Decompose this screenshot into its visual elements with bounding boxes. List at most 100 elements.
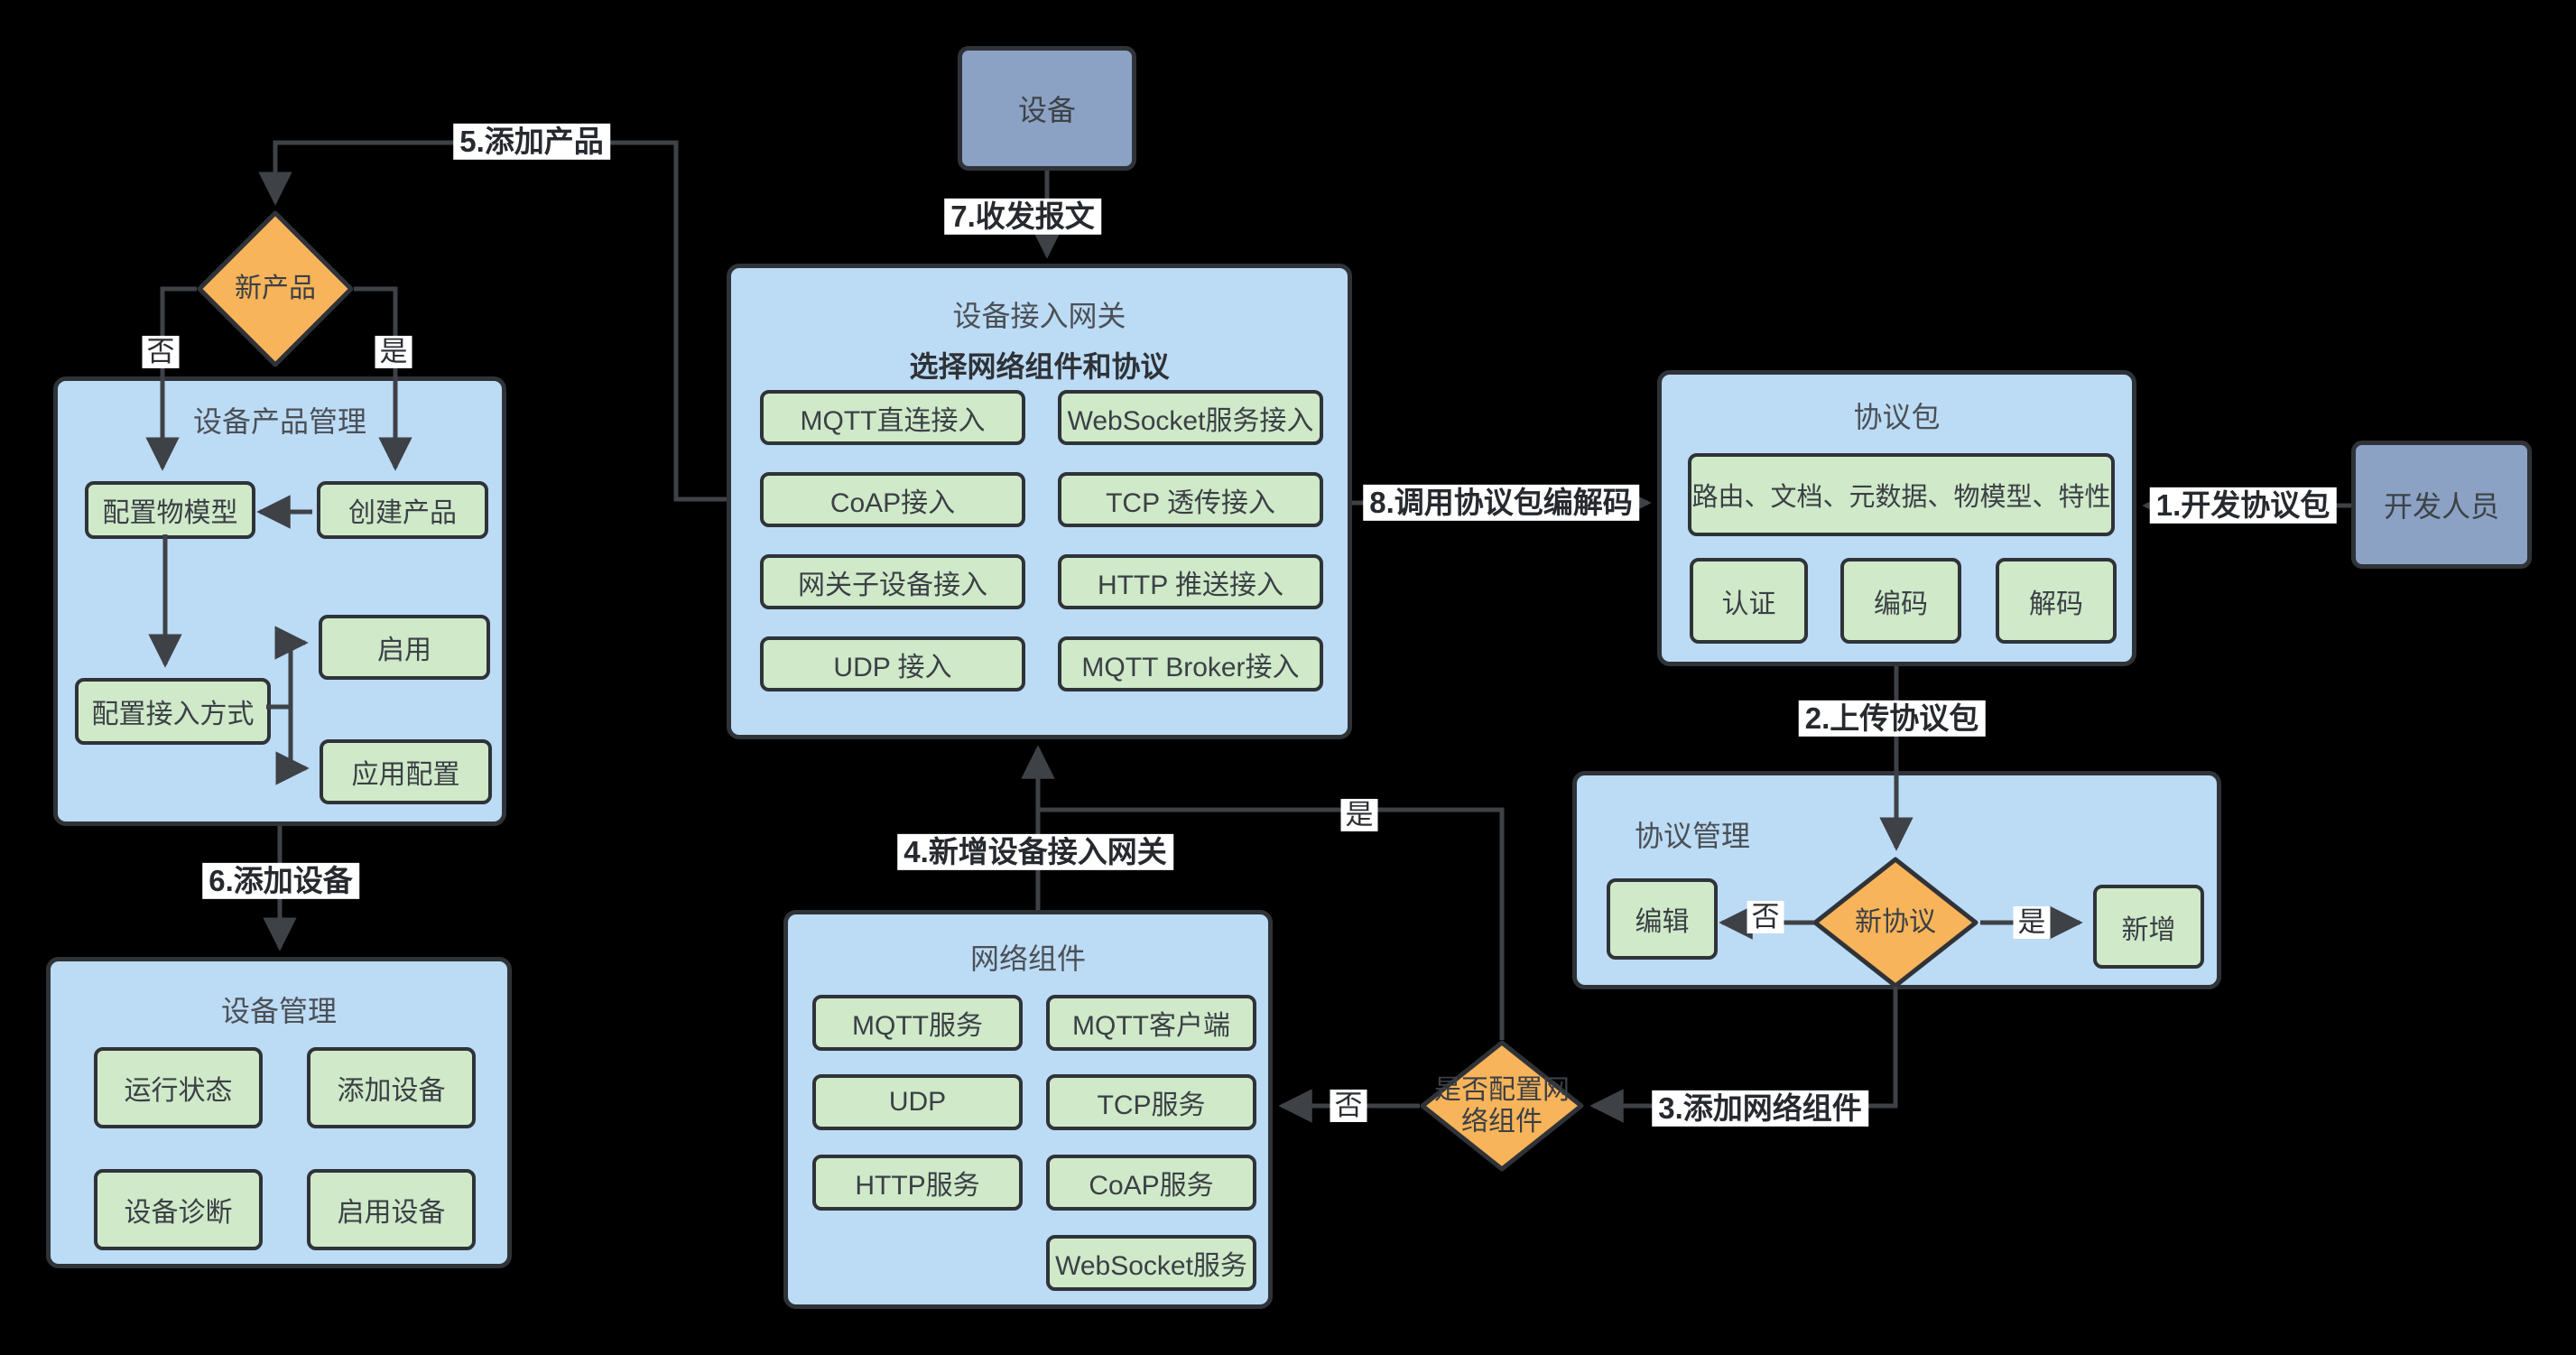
- button-label: MQTT Broker接入: [1081, 652, 1300, 682]
- button-label: MQTT服务: [852, 1011, 983, 1041]
- button-label: 编辑: [1635, 907, 1690, 937]
- button-route-doc-metadata[interactable]: 路由、文档、元数据、物模型、特性: [1688, 453, 2115, 536]
- button-label: 配置物模型: [102, 498, 238, 528]
- step-label-8: 8.调用协议包编解码: [1363, 484, 1639, 522]
- panel-gateway-subtitle: 选择网络组件和协议: [909, 350, 1170, 383]
- button-label: 网关子设备接入: [798, 570, 987, 600]
- button-auth[interactable]: 认证: [1690, 558, 1808, 644]
- diamond-shape: [1420, 1040, 1584, 1172]
- branch-label-new-protocol-no: 否: [1747, 900, 1784, 934]
- button-mqtt-broker-access[interactable]: MQTT Broker接入: [1058, 636, 1323, 691]
- button-http-service[interactable]: HTTP服务: [812, 1155, 1023, 1211]
- panel-device-mgmt-title: 设备管理: [220, 995, 337, 1027]
- button-label: 添加设备: [337, 1076, 446, 1106]
- button-mqtt-client[interactable]: MQTT客户端: [1046, 995, 1256, 1051]
- button-enable[interactable]: 启用: [319, 615, 490, 680]
- button-label: UDP 接入: [833, 652, 952, 682]
- panel-protocol-pkg[interactable]: 协议包 路由、文档、元数据、物模型、特性 认证 编码 解码: [1657, 370, 2136, 666]
- step-label-1: 1.开发协议包: [2149, 487, 2337, 524]
- button-decode[interactable]: 解码: [1996, 558, 2117, 644]
- button-label: UDP: [888, 1087, 947, 1117]
- button-label: HTTP 推送接入: [1097, 570, 1284, 600]
- decision-new-protocol-label: 新协议: [1855, 907, 1936, 938]
- button-gateway-subdevice[interactable]: 网关子设备接入: [760, 554, 1025, 609]
- decision-line2: 络组件: [1461, 1107, 1543, 1137]
- button-encode[interactable]: 编码: [1840, 558, 1961, 644]
- button-label: 编码: [1874, 589, 1928, 619]
- decision-new-protocol[interactable]: 新协议: [1812, 857, 1978, 988]
- button-device-diagnose[interactable]: 设备诊断: [94, 1169, 263, 1250]
- button-config-thing-model[interactable]: 配置物模型: [85, 481, 255, 539]
- button-http-push[interactable]: HTTP 推送接入: [1058, 554, 1323, 609]
- panel-protocol-pkg-title: 协议包: [1853, 401, 1941, 433]
- button-websocket-access[interactable]: WebSocket服务接入: [1058, 390, 1323, 445]
- branch-label-new-protocol-yes: 是: [2013, 905, 2051, 940]
- panel-network[interactable]: 网络组件 MQTT服务 MQTT客户端 UDP TCP服务 HTTP服务 CoA…: [783, 910, 1273, 1309]
- button-config-access-mode[interactable]: 配置接入方式: [75, 678, 271, 745]
- decision-config-network[interactable]: 是否配置网 络组件: [1420, 1040, 1584, 1172]
- step-label-5: 5.添加产品: [453, 123, 610, 161]
- panel-gateway-title: 设备接入网关: [952, 300, 1126, 332]
- button-label: TCP服务: [1097, 1090, 1206, 1120]
- button-running-status[interactable]: 运行状态: [94, 1047, 263, 1128]
- button-label: 新增: [2121, 914, 2176, 945]
- branch-label-new-product-no: 否: [142, 335, 180, 369]
- button-tcp-service[interactable]: TCP服务: [1046, 1074, 1256, 1130]
- panel-device-mgmt[interactable]: 设备管理 运行状态 添加设备 设备诊断 启用设备: [46, 957, 512, 1268]
- button-mqtt-direct-access[interactable]: MQTT直连接入: [760, 390, 1025, 445]
- branch-label-config-network-no: 否: [1330, 1089, 1367, 1123]
- diamond-shape: [1812, 857, 1978, 988]
- button-label: 创建产品: [348, 498, 457, 528]
- button-label: 应用配置: [351, 760, 460, 790]
- button-label: 配置接入方式: [91, 700, 255, 729]
- button-label: 启用设备: [337, 1198, 446, 1228]
- step-label-3: 3.添加网络组件: [1652, 1090, 1868, 1128]
- step-label-6: 6.添加设备: [202, 862, 359, 900]
- button-label: 认证: [1721, 589, 1776, 619]
- button-mqtt-service[interactable]: MQTT服务: [812, 995, 1023, 1051]
- button-label: MQTT客户端: [1072, 1011, 1230, 1041]
- button-label: CoAP服务: [1089, 1171, 1214, 1201]
- step-label-2: 2.上传协议包: [1798, 700, 1986, 738]
- node-developer-label: 开发人员: [2383, 490, 2499, 523]
- button-label: 解码: [2029, 589, 2083, 619]
- button-enable-device[interactable]: 启用设备: [307, 1169, 476, 1250]
- button-label: 路由、文档、元数据、物模型、特性: [1691, 483, 2111, 512]
- node-device[interactable]: 设备: [958, 46, 1136, 171]
- button-label: WebSocket服务接入: [1067, 405, 1314, 436]
- button-add-device[interactable]: 添加设备: [307, 1047, 476, 1128]
- step-label-4: 4.新增设备接入网关: [897, 833, 1173, 871]
- node-developer[interactable]: 开发人员: [2351, 441, 2532, 569]
- panel-product-mgmt-title: 设备产品管理: [192, 405, 366, 438]
- button-add-protocol[interactable]: 新增: [2093, 885, 2204, 969]
- button-label: WebSocket服务: [1055, 1251, 1247, 1281]
- decision-config-network-label: 是否配置网 络组件: [1420, 1040, 1584, 1172]
- button-label: TCP 透传接入: [1106, 487, 1275, 518]
- button-label: MQTT直连接入: [800, 405, 986, 436]
- button-edit-protocol[interactable]: 编辑: [1607, 878, 1718, 960]
- button-app-config[interactable]: 应用配置: [320, 739, 492, 804]
- decision-line1: 是否配置网: [1434, 1074, 1570, 1105]
- button-udp-access[interactable]: UDP 接入: [760, 636, 1025, 691]
- button-label: 运行状态: [124, 1076, 233, 1106]
- button-coap-access[interactable]: CoAP接入: [760, 472, 1025, 527]
- node-device-label: 设备: [1017, 94, 1076, 126]
- step-label-7: 7.收发报文: [944, 198, 1101, 236]
- edge-protocol-to-confignet: [1589, 987, 1898, 1123]
- branch-label-new-product-yes: 是: [375, 335, 412, 369]
- button-label: 设备诊断: [124, 1198, 233, 1228]
- panel-product-mgmt[interactable]: 设备产品管理 配置物模型 创建产品 配置接入方式 启用 应用配置: [53, 376, 506, 826]
- button-label: 启用: [377, 636, 431, 665]
- button-label: CoAP接入: [829, 487, 956, 518]
- decision-new-product[interactable]: 新产品: [197, 210, 354, 367]
- button-tcp-passthrough[interactable]: TCP 透传接入: [1058, 472, 1323, 527]
- button-label: HTTP服务: [855, 1171, 980, 1201]
- button-websocket-service[interactable]: WebSocket服务: [1046, 1235, 1256, 1291]
- button-create-product[interactable]: 创建产品: [317, 481, 488, 539]
- panel-network-title: 网络组件: [969, 942, 1086, 975]
- panel-gateway[interactable]: 设备接入网关 选择网络组件和协议 MQTT直连接入 WebSocket服务接入 …: [727, 264, 1352, 739]
- button-udp-service[interactable]: UDP: [812, 1074, 1023, 1130]
- decision-new-product-label: 新产品: [235, 274, 316, 304]
- button-coap-service[interactable]: CoAP服务: [1046, 1155, 1256, 1211]
